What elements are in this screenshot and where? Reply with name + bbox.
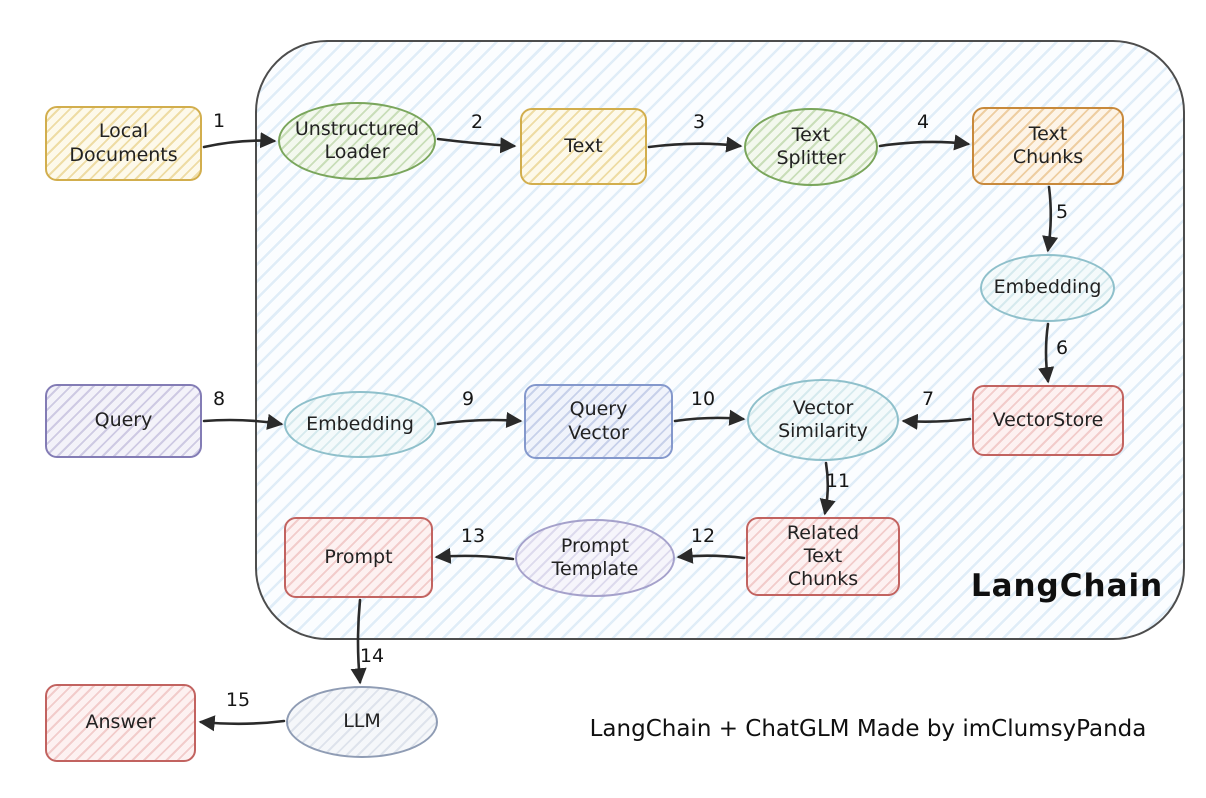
node-text: Text bbox=[520, 108, 647, 185]
edge-label-11: 11 bbox=[825, 470, 851, 492]
node-text-chunks: Text Chunks bbox=[972, 107, 1124, 185]
node-vector-similarity: Vector Similarity bbox=[747, 379, 899, 461]
edge-label-15: 15 bbox=[225, 689, 251, 711]
node-prompt-template: Prompt Template bbox=[515, 519, 675, 597]
node-embedding-store-label: Embedding bbox=[993, 276, 1102, 299]
edge-label-14: 14 bbox=[359, 645, 385, 667]
edge-label-9: 9 bbox=[461, 388, 475, 410]
node-local-documents: Local Documents bbox=[45, 106, 202, 181]
node-llm: LLM bbox=[286, 686, 438, 758]
node-vectorstore-label: VectorStore bbox=[992, 408, 1104, 431]
node-query-label: Query bbox=[94, 409, 153, 432]
node-embedding-query-label: Embedding bbox=[306, 412, 414, 435]
edge-label-4: 4 bbox=[916, 111, 930, 133]
node-text-label: Text bbox=[564, 134, 603, 157]
node-unstructured-loader-label: Unstructured Loader bbox=[294, 117, 420, 163]
edge-label-3: 3 bbox=[692, 111, 706, 133]
node-prompt-label: Prompt bbox=[324, 545, 393, 568]
node-query: Query bbox=[45, 384, 202, 458]
node-query-vector: Query Vector bbox=[524, 384, 673, 459]
node-text-splitter: Text Splitter bbox=[744, 108, 878, 186]
edge-label-5: 5 bbox=[1055, 201, 1069, 223]
node-text-splitter-label: Text Splitter bbox=[776, 123, 846, 169]
node-vectorstore: VectorStore bbox=[972, 385, 1124, 456]
edge-label-8: 8 bbox=[212, 388, 226, 410]
arrow-15 bbox=[198, 715, 286, 732]
langchain-container-title: LangChain bbox=[970, 568, 1164, 604]
node-prompt-template-label: Prompt Template bbox=[551, 534, 639, 580]
node-embedding-store: Embedding bbox=[980, 254, 1115, 322]
edge-label-10: 10 bbox=[690, 388, 716, 410]
node-local-documents-label: Local Documents bbox=[69, 120, 178, 166]
node-related-text-chunks-label: Related Text Chunks bbox=[786, 521, 860, 591]
node-text-chunks-label: Text Chunks bbox=[1012, 122, 1084, 168]
edge-label-2: 2 bbox=[470, 111, 484, 133]
edge-label-13: 13 bbox=[460, 525, 486, 547]
node-unstructured-loader: Unstructured Loader bbox=[278, 102, 436, 180]
edge-label-12: 12 bbox=[690, 525, 716, 547]
node-vector-similarity-label: Vector Similarity bbox=[778, 396, 868, 442]
edge-label-6: 6 bbox=[1055, 337, 1069, 359]
diagram-caption: LangChain + ChatGLM Made by imClumsyPand… bbox=[589, 716, 1147, 742]
node-prompt: Prompt bbox=[284, 517, 433, 598]
node-answer-label: Answer bbox=[85, 711, 156, 734]
edge-label-7: 7 bbox=[921, 388, 935, 410]
node-related-text-chunks: Related Text Chunks bbox=[746, 517, 900, 596]
node-embedding-query: Embedding bbox=[284, 391, 436, 458]
edge-label-1: 1 bbox=[212, 110, 226, 132]
node-llm-label: LLM bbox=[343, 710, 381, 733]
node-answer: Answer bbox=[45, 684, 196, 762]
node-query-vector-label: Query Vector bbox=[568, 398, 629, 444]
